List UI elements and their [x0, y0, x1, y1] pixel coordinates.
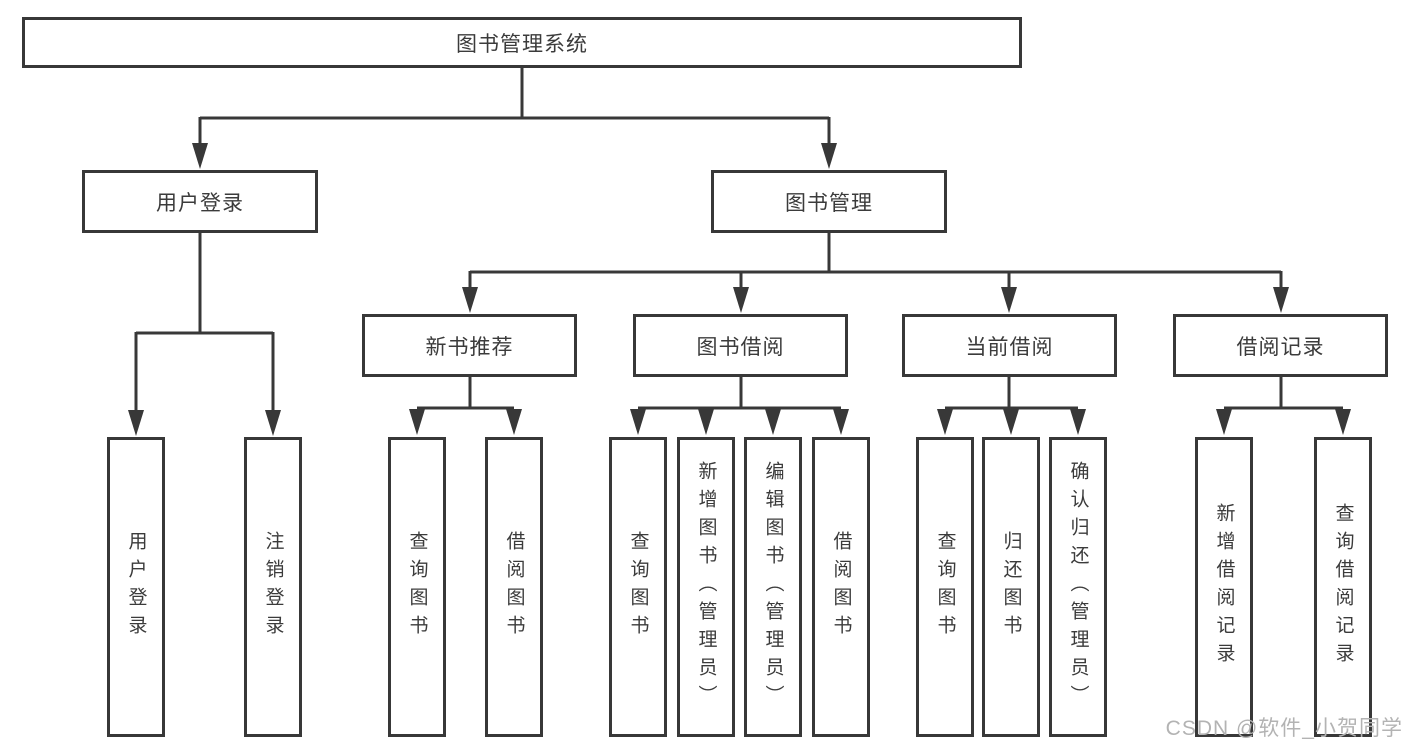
leaf-confirm-return-admin: 确认归还（管理员） — [1049, 437, 1107, 737]
node-label: 借阅图书 — [830, 531, 852, 643]
leaf-add-borrow-record: 新增借阅记录 — [1195, 437, 1253, 737]
node-label: 用户登录 — [125, 531, 147, 643]
node-label: 归还图书 — [1000, 531, 1022, 643]
leaf-borrow-books: 借阅图书 — [812, 437, 870, 737]
node-label: 新增借阅记录 — [1213, 503, 1235, 671]
node-label: 用户登录 — [156, 191, 244, 215]
node-user-login: 用户登录 — [82, 170, 318, 233]
node-label: 查询图书 — [934, 531, 956, 643]
node-label: 编辑图书（管理员） — [762, 461, 784, 713]
leaf-query-books-recommend: 查询图书 — [388, 437, 446, 737]
node-label: 查询图书 — [627, 531, 649, 643]
leaf-query-books-current: 查询图书 — [916, 437, 974, 737]
connector-arrowheads — [128, 143, 1351, 436]
leaf-logout: 注销登录 — [244, 437, 302, 737]
node-label: 当前借阅 — [965, 335, 1054, 359]
node-label: 借阅图书 — [503, 531, 525, 643]
node-book-borrow: 图书借阅 — [633, 314, 848, 377]
leaf-add-books-admin: 新增图书（管理员） — [677, 437, 735, 737]
node-label: 图书管理 — [785, 191, 873, 215]
node-book-management: 图书管理 — [711, 170, 947, 233]
leaf-user-login: 用户登录 — [107, 437, 165, 737]
leaf-edit-books-admin: 编辑图书（管理员） — [744, 437, 802, 737]
node-label: 确认归还（管理员） — [1067, 461, 1089, 713]
node-library-management-system: 图书管理系统 — [22, 17, 1022, 68]
node-label: 图书借阅 — [696, 335, 785, 359]
leaf-query-borrow-record: 查询借阅记录 — [1314, 437, 1372, 737]
node-label: 借阅记录 — [1236, 335, 1325, 359]
node-label: 图书管理系统 — [456, 32, 588, 56]
leaf-return-books: 归还图书 — [982, 437, 1040, 737]
node-label: 新增图书（管理员） — [695, 461, 717, 713]
node-label: 查询借阅记录 — [1332, 503, 1354, 671]
leaf-query-books-borrow: 查询图书 — [609, 437, 667, 737]
node-label: 查询图书 — [406, 531, 428, 643]
node-current-borrow: 当前借阅 — [902, 314, 1117, 377]
leaf-borrow-books-recommend: 借阅图书 — [485, 437, 543, 737]
node-new-book-recommend: 新书推荐 — [362, 314, 577, 377]
node-borrow-records: 借阅记录 — [1173, 314, 1388, 377]
node-label: 新书推荐 — [425, 335, 514, 359]
node-label: 注销登录 — [262, 531, 284, 643]
csdn-watermark: CSDN @软件_小贺同学 — [1165, 717, 1403, 740]
